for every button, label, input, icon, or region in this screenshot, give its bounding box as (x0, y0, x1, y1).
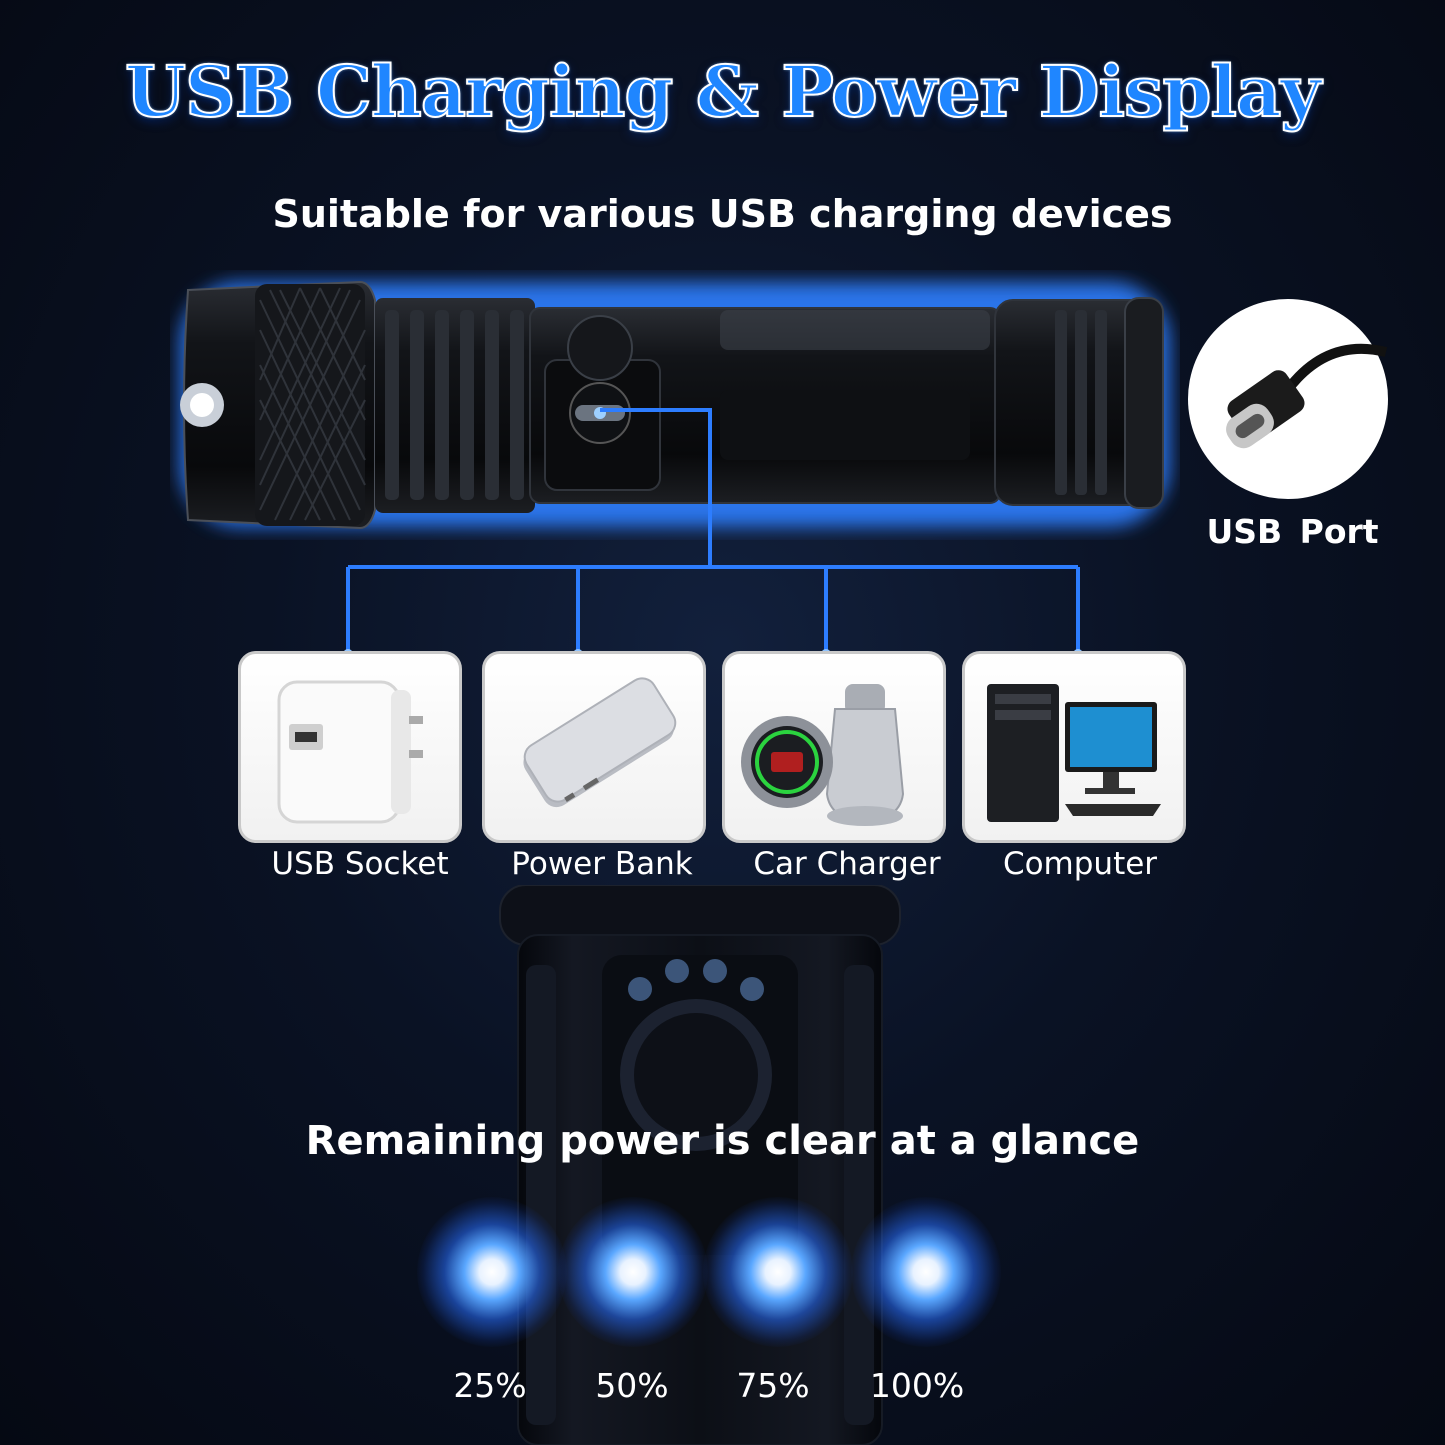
power-indicator-light-25 (417, 1197, 567, 1347)
power-indicator-light-75 (703, 1197, 853, 1347)
usb-wall-adapter-icon (277, 680, 423, 824)
connector-lines (343, 408, 1083, 659)
power-level-100-label: 100% (869, 1366, 965, 1405)
usb-port-label: USB Port (1206, 512, 1379, 551)
device-label-car-charger: Car Charger (753, 846, 941, 882)
power-level-25-label: 25% (453, 1366, 527, 1405)
power-indicator-light-100 (851, 1197, 1001, 1347)
desktop-computer-icon (987, 684, 1161, 822)
device-label-power-bank: Power Bank (511, 846, 693, 882)
device-label-computer: Computer (1002, 846, 1158, 882)
power-level-75-label: 75% (736, 1366, 810, 1405)
power-bank-icon (523, 677, 677, 808)
power-level-50-label: 50% (595, 1366, 669, 1405)
remaining-power-text: Remaining power is clear at a glance (305, 1118, 1140, 1164)
device-card-computer (962, 651, 1186, 843)
device-label-usb-socket: USB Socket (271, 846, 449, 882)
power-indicator-light-50 (558, 1197, 708, 1347)
usb-c-cable-icon (1188, 299, 1388, 499)
subheadline: Suitable for various USB charging device… (272, 192, 1173, 236)
headline: USB Charging & Power Display (124, 49, 1322, 134)
device-card-power-bank (482, 651, 706, 843)
flashlight-top-view-image (499, 885, 901, 1445)
car-charger-icon (741, 684, 905, 826)
device-card-car-charger (722, 651, 946, 843)
flashlight-image (180, 280, 1170, 530)
device-card-usb-socket (238, 651, 462, 843)
